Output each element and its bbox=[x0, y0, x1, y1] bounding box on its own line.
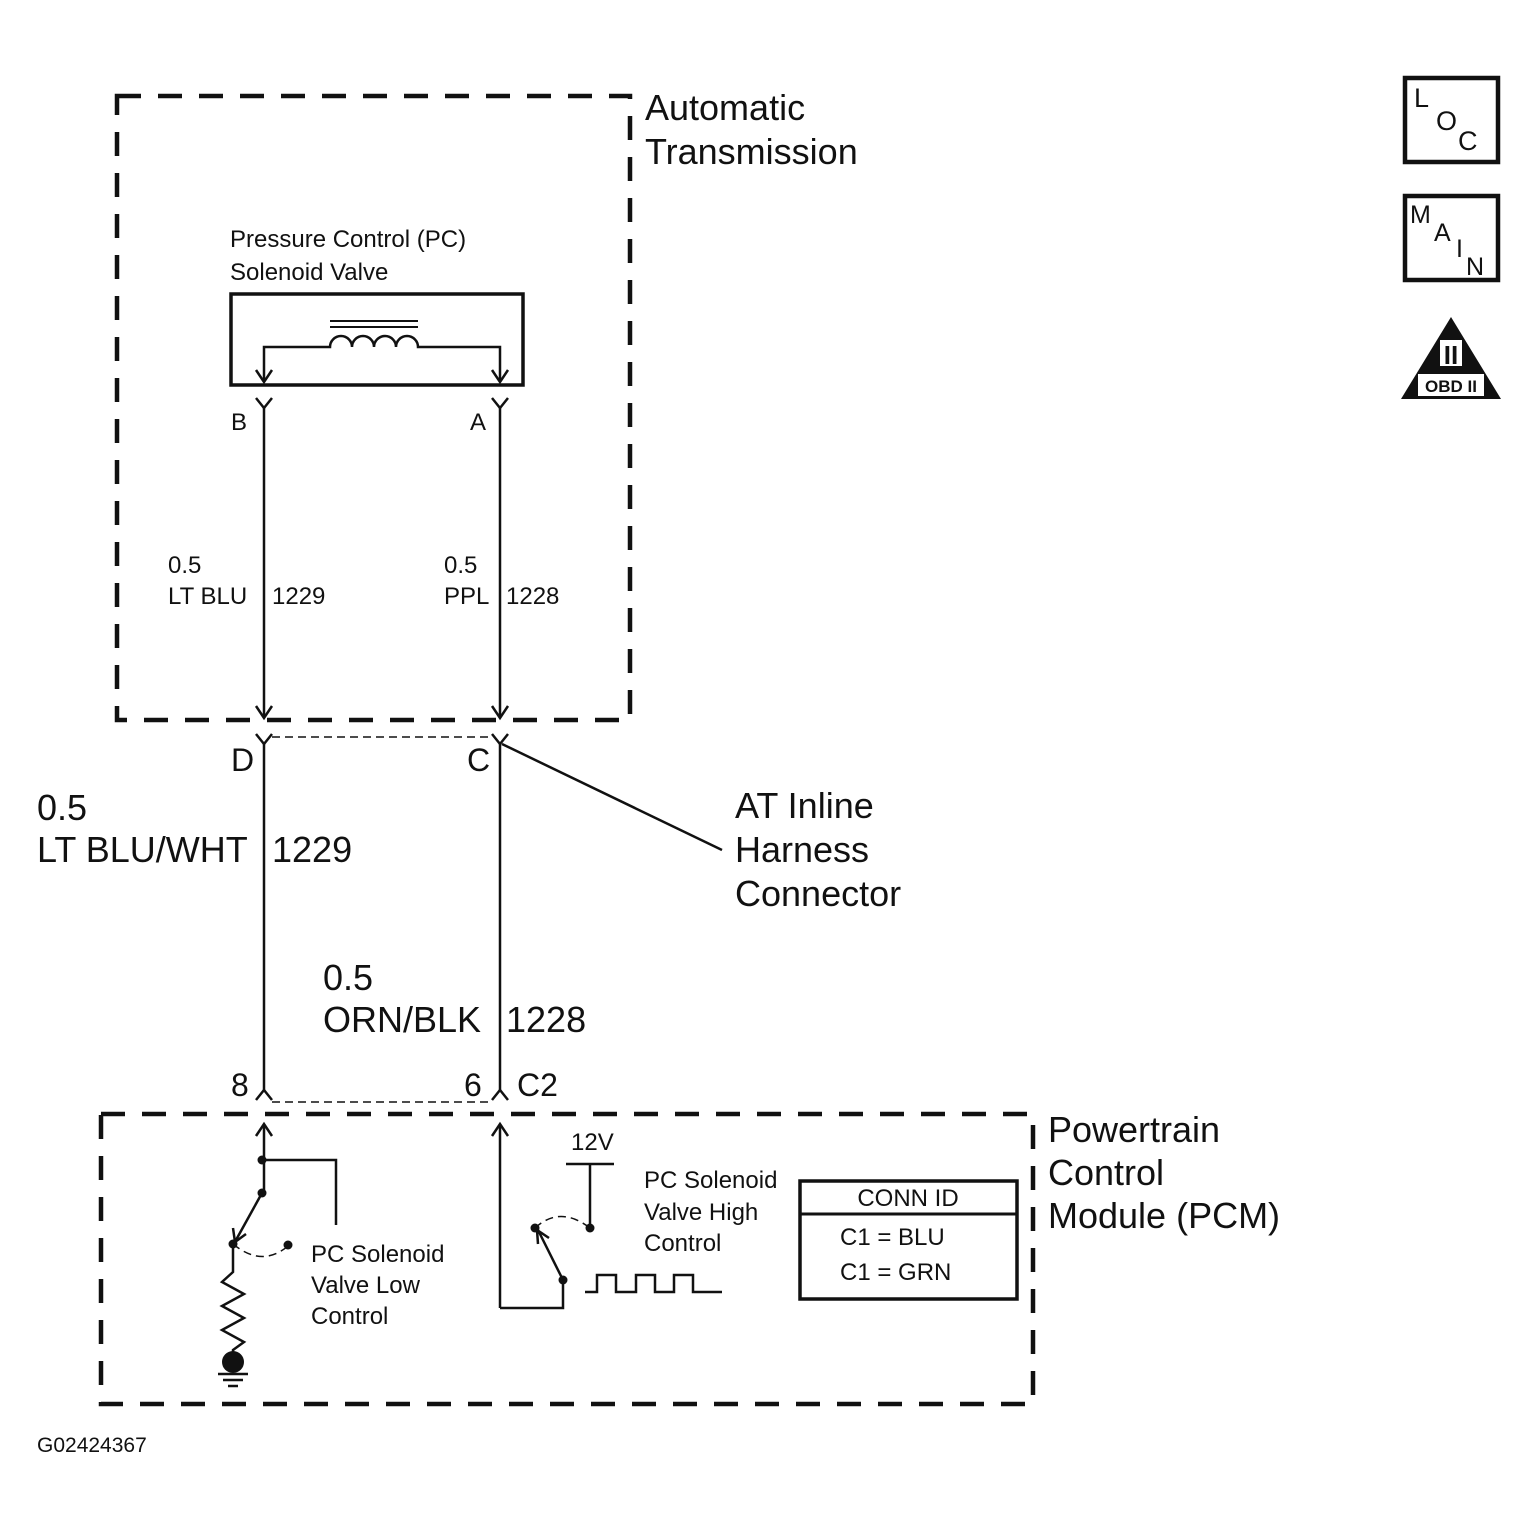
wire-1228-lower-gauge: 0.5 bbox=[323, 957, 373, 998]
pin-6-terminal bbox=[491, 1087, 509, 1101]
pin-a-label: A bbox=[470, 409, 486, 436]
solenoid-label-line1: Pressure Control (PC) bbox=[230, 226, 466, 253]
high-control-switch-circuit bbox=[490, 1121, 722, 1310]
pin-8-label: 8 bbox=[231, 1067, 249, 1103]
inline-connector-label-line3: Connector bbox=[735, 873, 901, 914]
main-badge[interactable]: M A I N bbox=[1402, 193, 1501, 283]
conn-id-header: CONN ID bbox=[857, 1185, 958, 1212]
main-badge-letter-4: N bbox=[1466, 253, 1484, 281]
supply-voltage-label: 12V bbox=[571, 1129, 614, 1156]
high-control-label-line1: PC Solenoid bbox=[644, 1167, 777, 1194]
high-control-label-line3: Control bbox=[644, 1230, 721, 1257]
main-badge-letter-2: A bbox=[1434, 219, 1451, 247]
wire-1229-upper-circuit: 1229 bbox=[272, 583, 325, 610]
transmission-title-line2: Transmission bbox=[645, 131, 858, 172]
figure-id: G02424367 bbox=[37, 1434, 147, 1457]
pin-a-terminal bbox=[491, 397, 509, 411]
pin-c-label: C bbox=[467, 742, 490, 778]
solenoid-coil bbox=[262, 334, 502, 380]
wire-1228-upper-gauge: 0.5 bbox=[444, 552, 477, 579]
pcm-title-line3: Module (PCM) bbox=[1048, 1195, 1280, 1236]
wire-1228-upper-circuit: 1228 bbox=[506, 583, 559, 610]
wire-1229-upper-gauge: 0.5 bbox=[168, 552, 201, 579]
transmission-title-line1: Automatic bbox=[645, 87, 805, 128]
wire-1229-upper-color: LT BLU bbox=[168, 583, 247, 610]
obd-text: OBD II bbox=[1425, 377, 1477, 396]
conn-id-table bbox=[798, 1179, 1019, 1301]
wire-1229-lower-gauge: 0.5 bbox=[37, 787, 87, 828]
solenoid-label-line2: Solenoid Valve bbox=[230, 259, 388, 286]
pcm-boundary bbox=[98, 1111, 1036, 1407]
wire-1228-upper-color: PPL bbox=[444, 583, 489, 610]
conn-id-row-1: C1 = BLU bbox=[840, 1224, 945, 1251]
loc-badge-letter-3: C bbox=[1458, 126, 1478, 156]
main-badge-letter-1: M bbox=[1410, 201, 1431, 229]
pin-6-label: 6 bbox=[464, 1067, 482, 1103]
pcm-title-line1: Powertrain bbox=[1048, 1109, 1220, 1150]
wire-1229-lower-color: LT BLU/WHT bbox=[37, 829, 248, 870]
pcm-title-line2: Control bbox=[1048, 1152, 1164, 1193]
loc-badge-letter-1: L bbox=[1414, 83, 1429, 113]
low-control-label-line1: PC Solenoid bbox=[311, 1241, 444, 1268]
pin-8-terminal bbox=[255, 1087, 273, 1101]
wire-1229-lower-circuit: 1229 bbox=[272, 829, 352, 870]
low-control-switch-circuit bbox=[218, 1121, 338, 1388]
resistor-symbol bbox=[219, 1244, 247, 1360]
loc-badge[interactable]: L O C bbox=[1402, 75, 1501, 165]
pin-d-terminal bbox=[255, 733, 273, 747]
inline-connector-leader bbox=[501, 742, 723, 852]
pin-d-label: D bbox=[231, 742, 254, 778]
pin-b-label: B bbox=[231, 409, 247, 436]
obd-ii-badge[interactable]: II OBD II bbox=[1401, 317, 1501, 399]
main-badge-letter-3: I bbox=[1456, 235, 1463, 263]
inline-connector-label-line2: Harness bbox=[735, 829, 869, 870]
solenoid-valve-symbol bbox=[229, 292, 525, 387]
pin-b-terminal bbox=[255, 397, 273, 411]
pwm-signal-icon bbox=[585, 1273, 722, 1294]
obd-numeral: II bbox=[1444, 340, 1458, 370]
pin-c-terminal bbox=[491, 733, 509, 747]
c2-connector-label: C2 bbox=[517, 1067, 558, 1103]
low-control-label-line3: Control bbox=[311, 1303, 388, 1330]
low-control-label-line2: Valve Low bbox=[311, 1272, 421, 1299]
wire-1228-lower-color: ORN/BLK bbox=[323, 999, 481, 1040]
transmission-boundary bbox=[114, 93, 633, 723]
conn-id-row-2: C1 = GRN bbox=[840, 1259, 951, 1286]
loc-badge-letter-2: O bbox=[1436, 106, 1457, 136]
inline-connector-label-line1: AT Inline bbox=[735, 785, 874, 826]
high-control-label-line2: Valve High bbox=[644, 1199, 758, 1226]
wire-1228-lower-circuit: 1228 bbox=[506, 999, 586, 1040]
